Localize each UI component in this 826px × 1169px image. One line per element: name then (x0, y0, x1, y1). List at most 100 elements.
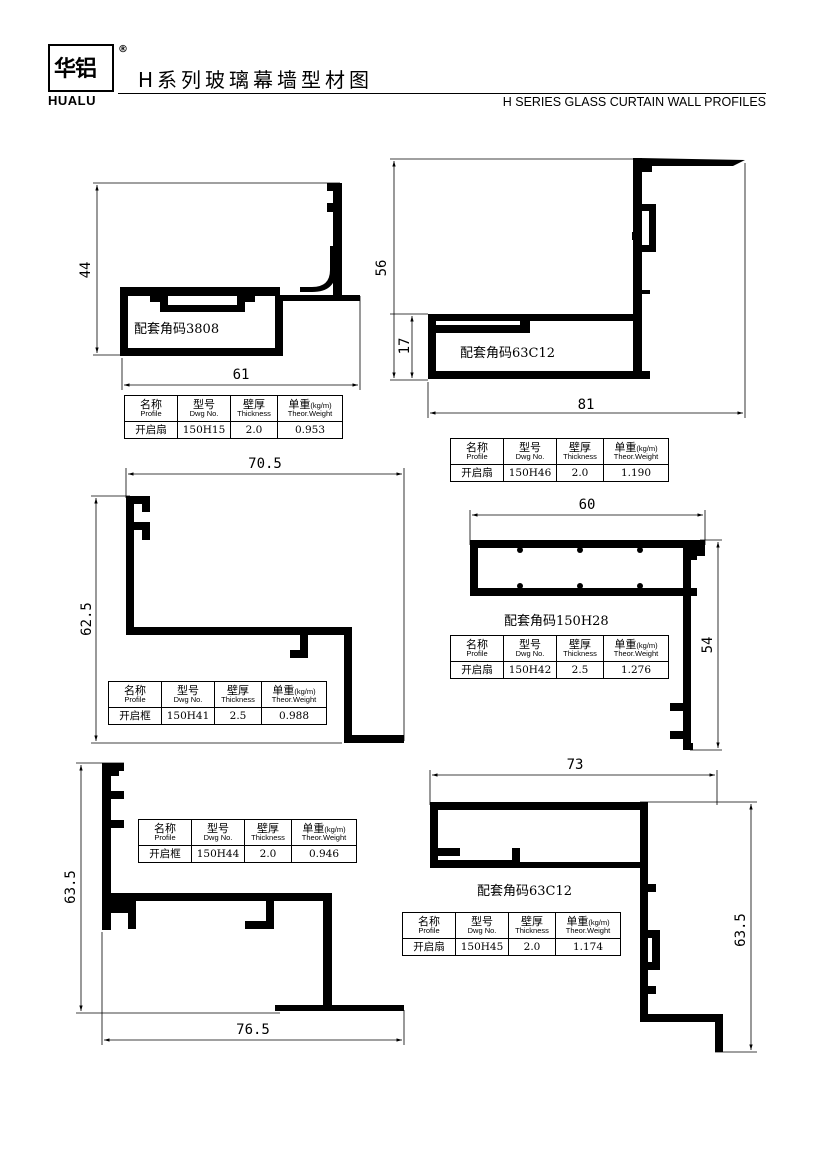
page-title-chinese: H系列玻璃幕墙型材图 (138, 68, 374, 92)
col-weight-unit: (kg/m) (294, 687, 316, 697)
col-profile-en: Profile (154, 833, 176, 843)
col-thickness-en: Thickness (515, 926, 549, 936)
profile-name: 开启扇 (450, 661, 504, 679)
profile-150H41: 70.5 62.5 (79, 456, 405, 744)
hualu-logo: 华铝 HUALU (48, 44, 114, 108)
col-dwg: 型号 (519, 638, 541, 652)
weight-value: 0.953 (277, 421, 343, 439)
col-dwg-en: Dwg No. (467, 926, 497, 936)
col-dwg: 型号 (207, 822, 229, 836)
col-thickness-en: Thickness (221, 695, 255, 705)
col-weight-en: Theor.Weight (301, 833, 347, 843)
col-weight-en: Theor.Weight (613, 649, 659, 659)
dim-150H41-width: 70.5 (248, 456, 282, 472)
dim-150H45-width: 73 (567, 757, 584, 773)
col-thickness-en: Thickness (251, 833, 285, 843)
col-weight: 单重 (614, 441, 637, 455)
weight-value: 1.174 (555, 938, 621, 956)
col-weight-unit: (kg/m) (636, 444, 658, 454)
dim-150H42-height: 54 (700, 637, 716, 654)
col-thickness: 壁厚 (569, 638, 591, 652)
dwg-number: 150H42 (503, 661, 557, 679)
col-profile: 名称 (466, 638, 488, 652)
col-thickness: 壁厚 (521, 915, 543, 929)
dim-150H42-width: 60 (579, 497, 596, 513)
note-150H45: 配套角码63C12 (477, 883, 572, 899)
col-weight: 单重 (614, 638, 637, 652)
dwg-number: 150H45 (455, 938, 509, 956)
dwg-number: 150H15 (177, 421, 231, 439)
page-title-english: H SERIES GLASS CURTAIN WALL PROFILES (502, 95, 766, 109)
thickness-value: 2.5 (556, 661, 604, 679)
profile-name: 开启扇 (450, 464, 504, 482)
note-150H15: 配套角码3808 (134, 321, 219, 337)
col-weight: 单重 (272, 684, 295, 698)
profile-150H15: 44 61 配套角码3808 (78, 182, 361, 390)
col-weight: 单重 (302, 822, 325, 836)
col-weight-en: Theor.Weight (565, 926, 611, 936)
col-weight-en: Theor.Weight (271, 695, 317, 705)
profile-name: 开启框 (138, 845, 192, 863)
col-dwg-en: Dwg No. (203, 833, 233, 843)
col-thickness-en: Thickness (237, 409, 271, 419)
thickness-value: 2.5 (214, 707, 262, 725)
profile-150H45: 73 63.5 配套角码63C12 (429, 757, 757, 1053)
col-profile-en: Profile (466, 452, 488, 462)
registered-mark: ® (118, 44, 128, 55)
dim-150H15-width: 61 (233, 367, 250, 383)
weight-value: 0.988 (261, 707, 327, 725)
dwg-number: 150H41 (161, 707, 215, 725)
profile-150H44: 63.5 76.5 (63, 762, 405, 1045)
col-dwg: 型号 (519, 441, 541, 455)
logo-emblem: 华铝 (48, 44, 114, 92)
col-thickness: 壁厚 (569, 441, 591, 455)
col-thickness-en: Thickness (563, 452, 597, 462)
col-thickness: 壁厚 (243, 398, 265, 412)
weight-value: 0.946 (291, 845, 357, 863)
thickness-value: 2.0 (508, 938, 556, 956)
col-dwg-en: Dwg No. (515, 452, 545, 462)
logo-english-text: HUALU (48, 93, 96, 108)
col-weight: 单重 (566, 915, 589, 929)
col-profile: 名称 (140, 398, 162, 412)
note-150H46: 配套角码63C12 (460, 345, 555, 361)
col-profile-en: Profile (124, 695, 146, 705)
col-profile: 名称 (466, 441, 488, 455)
dim-150H44-width: 76.5 (236, 1022, 270, 1038)
profile-150H46: 56 17 81 配套角码63C12 (374, 158, 746, 418)
col-dwg-en: Dwg No. (173, 695, 203, 705)
weight-value: 1.190 (603, 464, 669, 482)
weight-value: 1.276 (603, 661, 669, 679)
dwg-number: 150H46 (503, 464, 557, 482)
col-weight-unit: (kg/m) (636, 641, 658, 651)
dim-150H45-height: 63.5 (733, 913, 749, 947)
profile-name: 开启扇 (402, 938, 456, 956)
col-thickness: 壁厚 (257, 822, 279, 836)
dim-150H46-width: 81 (578, 397, 595, 413)
profile-150H42: 60 54 配套角码150H28 (469, 497, 722, 751)
thickness-value: 2.0 (230, 421, 278, 439)
col-profile: 名称 (154, 822, 176, 836)
col-dwg-en: Dwg No. (189, 409, 219, 419)
dim-150H46-sub-height: 17 (397, 338, 413, 355)
dwg-number: 150H44 (191, 845, 245, 863)
thickness-value: 2.0 (556, 464, 604, 482)
col-dwg-en: Dwg No. (515, 649, 545, 659)
thickness-value: 2.0 (244, 845, 292, 863)
profile-name: 开启扇 (124, 421, 178, 439)
dim-150H46-height: 56 (374, 260, 390, 277)
dim-150H44-height: 63.5 (63, 870, 79, 904)
col-weight-en: Theor.Weight (287, 409, 333, 419)
col-weight-en: Theor.Weight (613, 452, 659, 462)
header-divider (118, 93, 766, 94)
col-profile-en: Profile (418, 926, 440, 936)
col-profile: 名称 (124, 684, 146, 698)
col-dwg: 型号 (193, 398, 215, 412)
col-weight-unit: (kg/m) (310, 401, 332, 411)
col-profile-en: Profile (140, 409, 162, 419)
